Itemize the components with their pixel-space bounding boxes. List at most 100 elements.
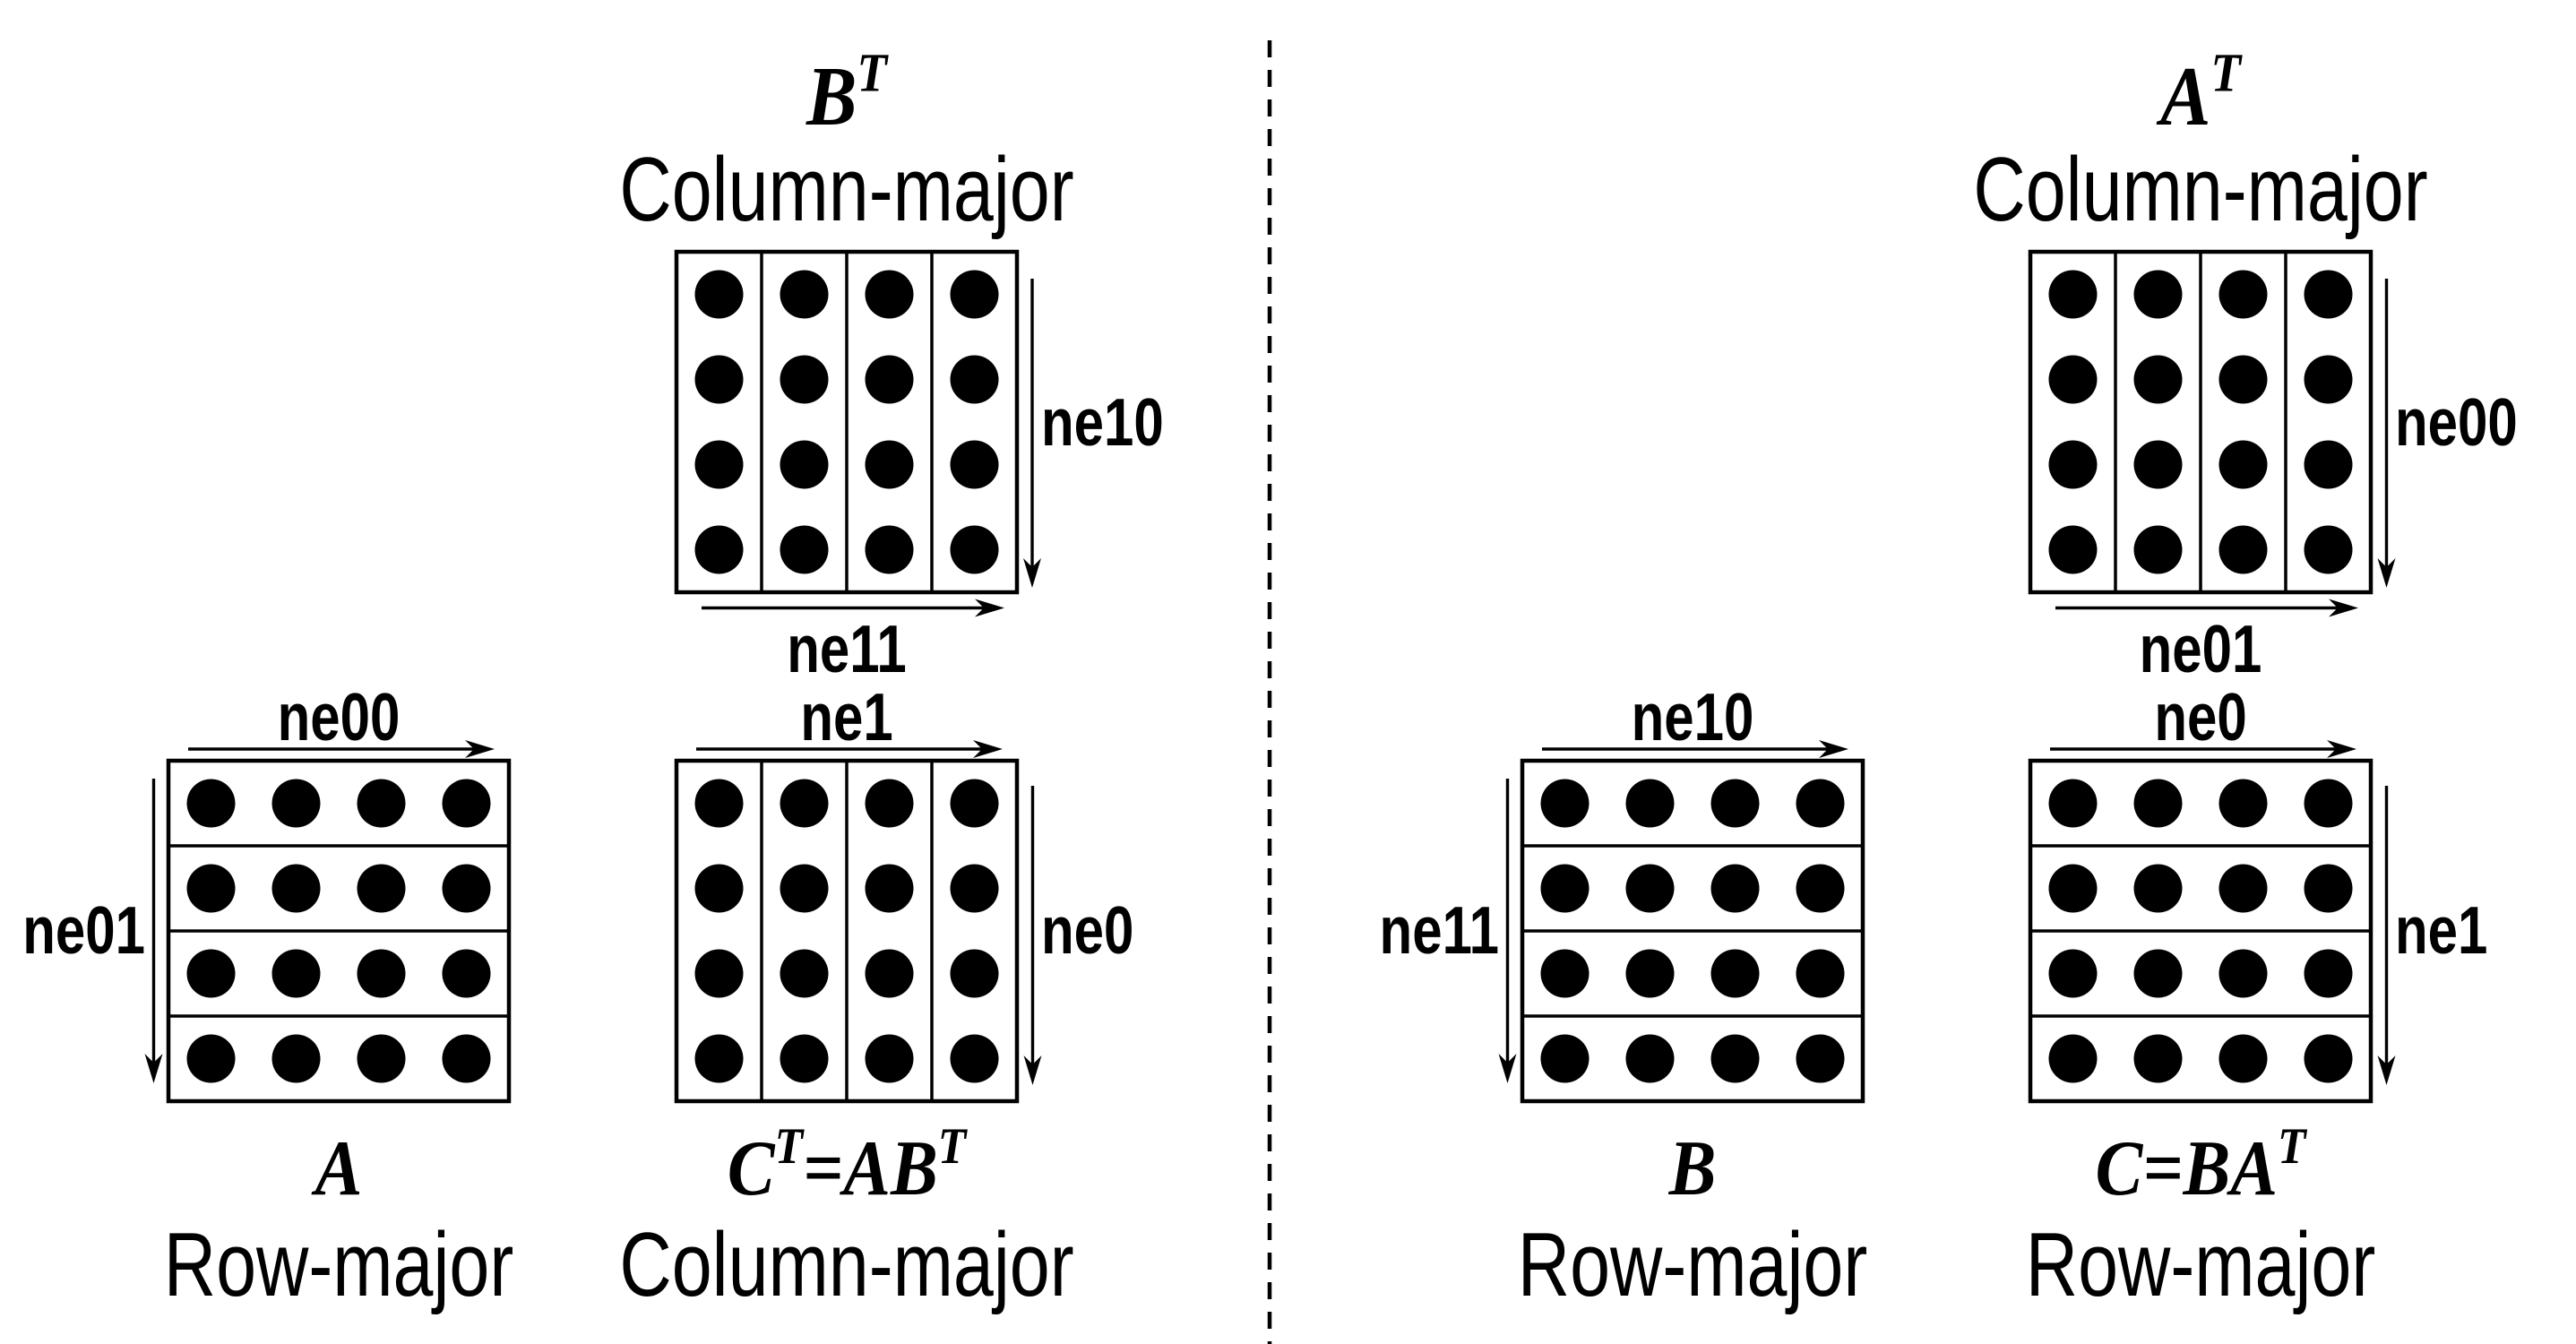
element-dot <box>865 864 914 913</box>
matrix-math-caption: CT=ABT <box>728 1117 969 1212</box>
matrix-math-caption: C=BAT <box>2095 1117 2308 1212</box>
element-dot <box>694 779 744 828</box>
element-dot <box>1540 949 1590 998</box>
element-dot <box>357 949 406 998</box>
element-dot <box>186 779 236 828</box>
axis-label: ne01 <box>2140 613 2262 687</box>
element-dot <box>2048 440 2098 489</box>
axis-arrow-down <box>2377 279 2396 588</box>
matrix-outline <box>166 758 512 1104</box>
element-dot <box>950 949 999 998</box>
element-dot <box>2048 949 2098 998</box>
axis-label: ne11 <box>1380 894 1499 969</box>
element-dot <box>186 1034 236 1083</box>
matrix-grid <box>1520 758 1865 1104</box>
element-dot <box>1796 1034 1845 1083</box>
element-dot <box>694 440 744 489</box>
element-dot <box>780 440 829 489</box>
axis-arrow-down <box>2377 786 2396 1085</box>
element-dot <box>950 864 999 913</box>
element-dot <box>2133 525 2183 574</box>
element-dot <box>2218 1034 2268 1083</box>
element-dot <box>950 779 999 828</box>
element-dot <box>186 949 236 998</box>
element-dot <box>2218 355 2268 404</box>
element-dot <box>2304 270 2353 319</box>
element-dot <box>694 270 744 319</box>
axis-arrow-right <box>2050 740 2356 758</box>
element-dot <box>2133 440 2183 489</box>
axis-label: ne11 <box>787 613 906 687</box>
arrow-head <box>2327 740 2356 758</box>
matrix-storage-caption: Row-major <box>2026 1214 2375 1315</box>
matrix-storage-title: Column-major <box>1973 139 2427 240</box>
matrix-storage-caption: Column-major <box>619 1214 1073 1315</box>
matrix-outline <box>2028 758 2374 1104</box>
arrow-head <box>1819 740 1848 758</box>
element-dot <box>1796 779 1845 828</box>
axis-label: ne1 <box>2395 894 2487 969</box>
element-dot <box>1540 864 1590 913</box>
element-dot <box>357 779 406 828</box>
matrix-grid <box>2028 249 2374 595</box>
matrix-outline <box>674 249 1020 595</box>
element-dot <box>2304 779 2353 828</box>
matrix-grid <box>674 758 1020 1104</box>
matrix-grid <box>2028 758 2374 1104</box>
arrow-head <box>1023 558 1041 588</box>
matrix-storage-caption: Row-major <box>1518 1214 1867 1315</box>
matrix-grid <box>674 249 1020 595</box>
panel-b: ne10 ne11 B Row-major <box>1380 681 1868 1315</box>
element-dot <box>2218 525 2268 574</box>
element-dot <box>442 779 491 828</box>
element-dot <box>1625 1034 1675 1083</box>
element-dot <box>1710 779 1760 828</box>
axis-label: ne0 <box>2154 681 2246 755</box>
axis-arrow-down <box>1498 779 1517 1083</box>
arrow-head <box>2329 599 2358 617</box>
element-dot <box>271 949 321 998</box>
arrow-head <box>465 740 495 758</box>
element-dot <box>780 779 829 828</box>
arrow-head <box>975 599 1004 617</box>
element-dot <box>694 864 744 913</box>
axis-arrow-right <box>188 740 495 758</box>
element-dot <box>865 440 914 489</box>
element-dot <box>950 440 999 489</box>
element-dot <box>1625 864 1675 913</box>
axis-arrow-down <box>1023 786 1042 1085</box>
element-dot <box>1625 949 1675 998</box>
element-dot <box>694 525 744 574</box>
element-dot <box>1540 779 1590 828</box>
panel-b-transpose: BT Column-major ne10 ne11 <box>619 42 1163 687</box>
element-dot <box>780 270 829 319</box>
arrow-head <box>2377 1055 2396 1085</box>
element-dot <box>271 864 321 913</box>
axis-label: ne00 <box>2395 386 2518 461</box>
axis-label: ne0 <box>1041 894 1133 969</box>
matrix-math-title: AT <box>2156 42 2243 143</box>
element-dot <box>2133 949 2183 998</box>
axis-arrow-down <box>144 779 163 1083</box>
matrix-outline <box>2028 249 2374 595</box>
element-dot <box>271 779 321 828</box>
element-dot <box>865 779 914 828</box>
element-dot <box>2218 440 2268 489</box>
element-dot <box>1796 864 1845 913</box>
arrow-head <box>2377 558 2396 588</box>
axis-arrow-right <box>2055 599 2358 617</box>
matrix-math-caption: B <box>1668 1124 1717 1212</box>
axis-label: ne10 <box>1632 681 1754 755</box>
matrix-math-caption: A <box>311 1124 363 1212</box>
element-dot <box>186 864 236 913</box>
element-dot <box>950 355 999 404</box>
element-dot <box>865 949 914 998</box>
element-dot <box>865 525 914 574</box>
element-dot <box>780 355 829 404</box>
element-dot <box>2133 864 2183 913</box>
element-dot <box>780 525 829 574</box>
element-dot <box>950 1034 999 1083</box>
arrow-head <box>1023 1055 1042 1085</box>
element-dot <box>442 1034 491 1083</box>
